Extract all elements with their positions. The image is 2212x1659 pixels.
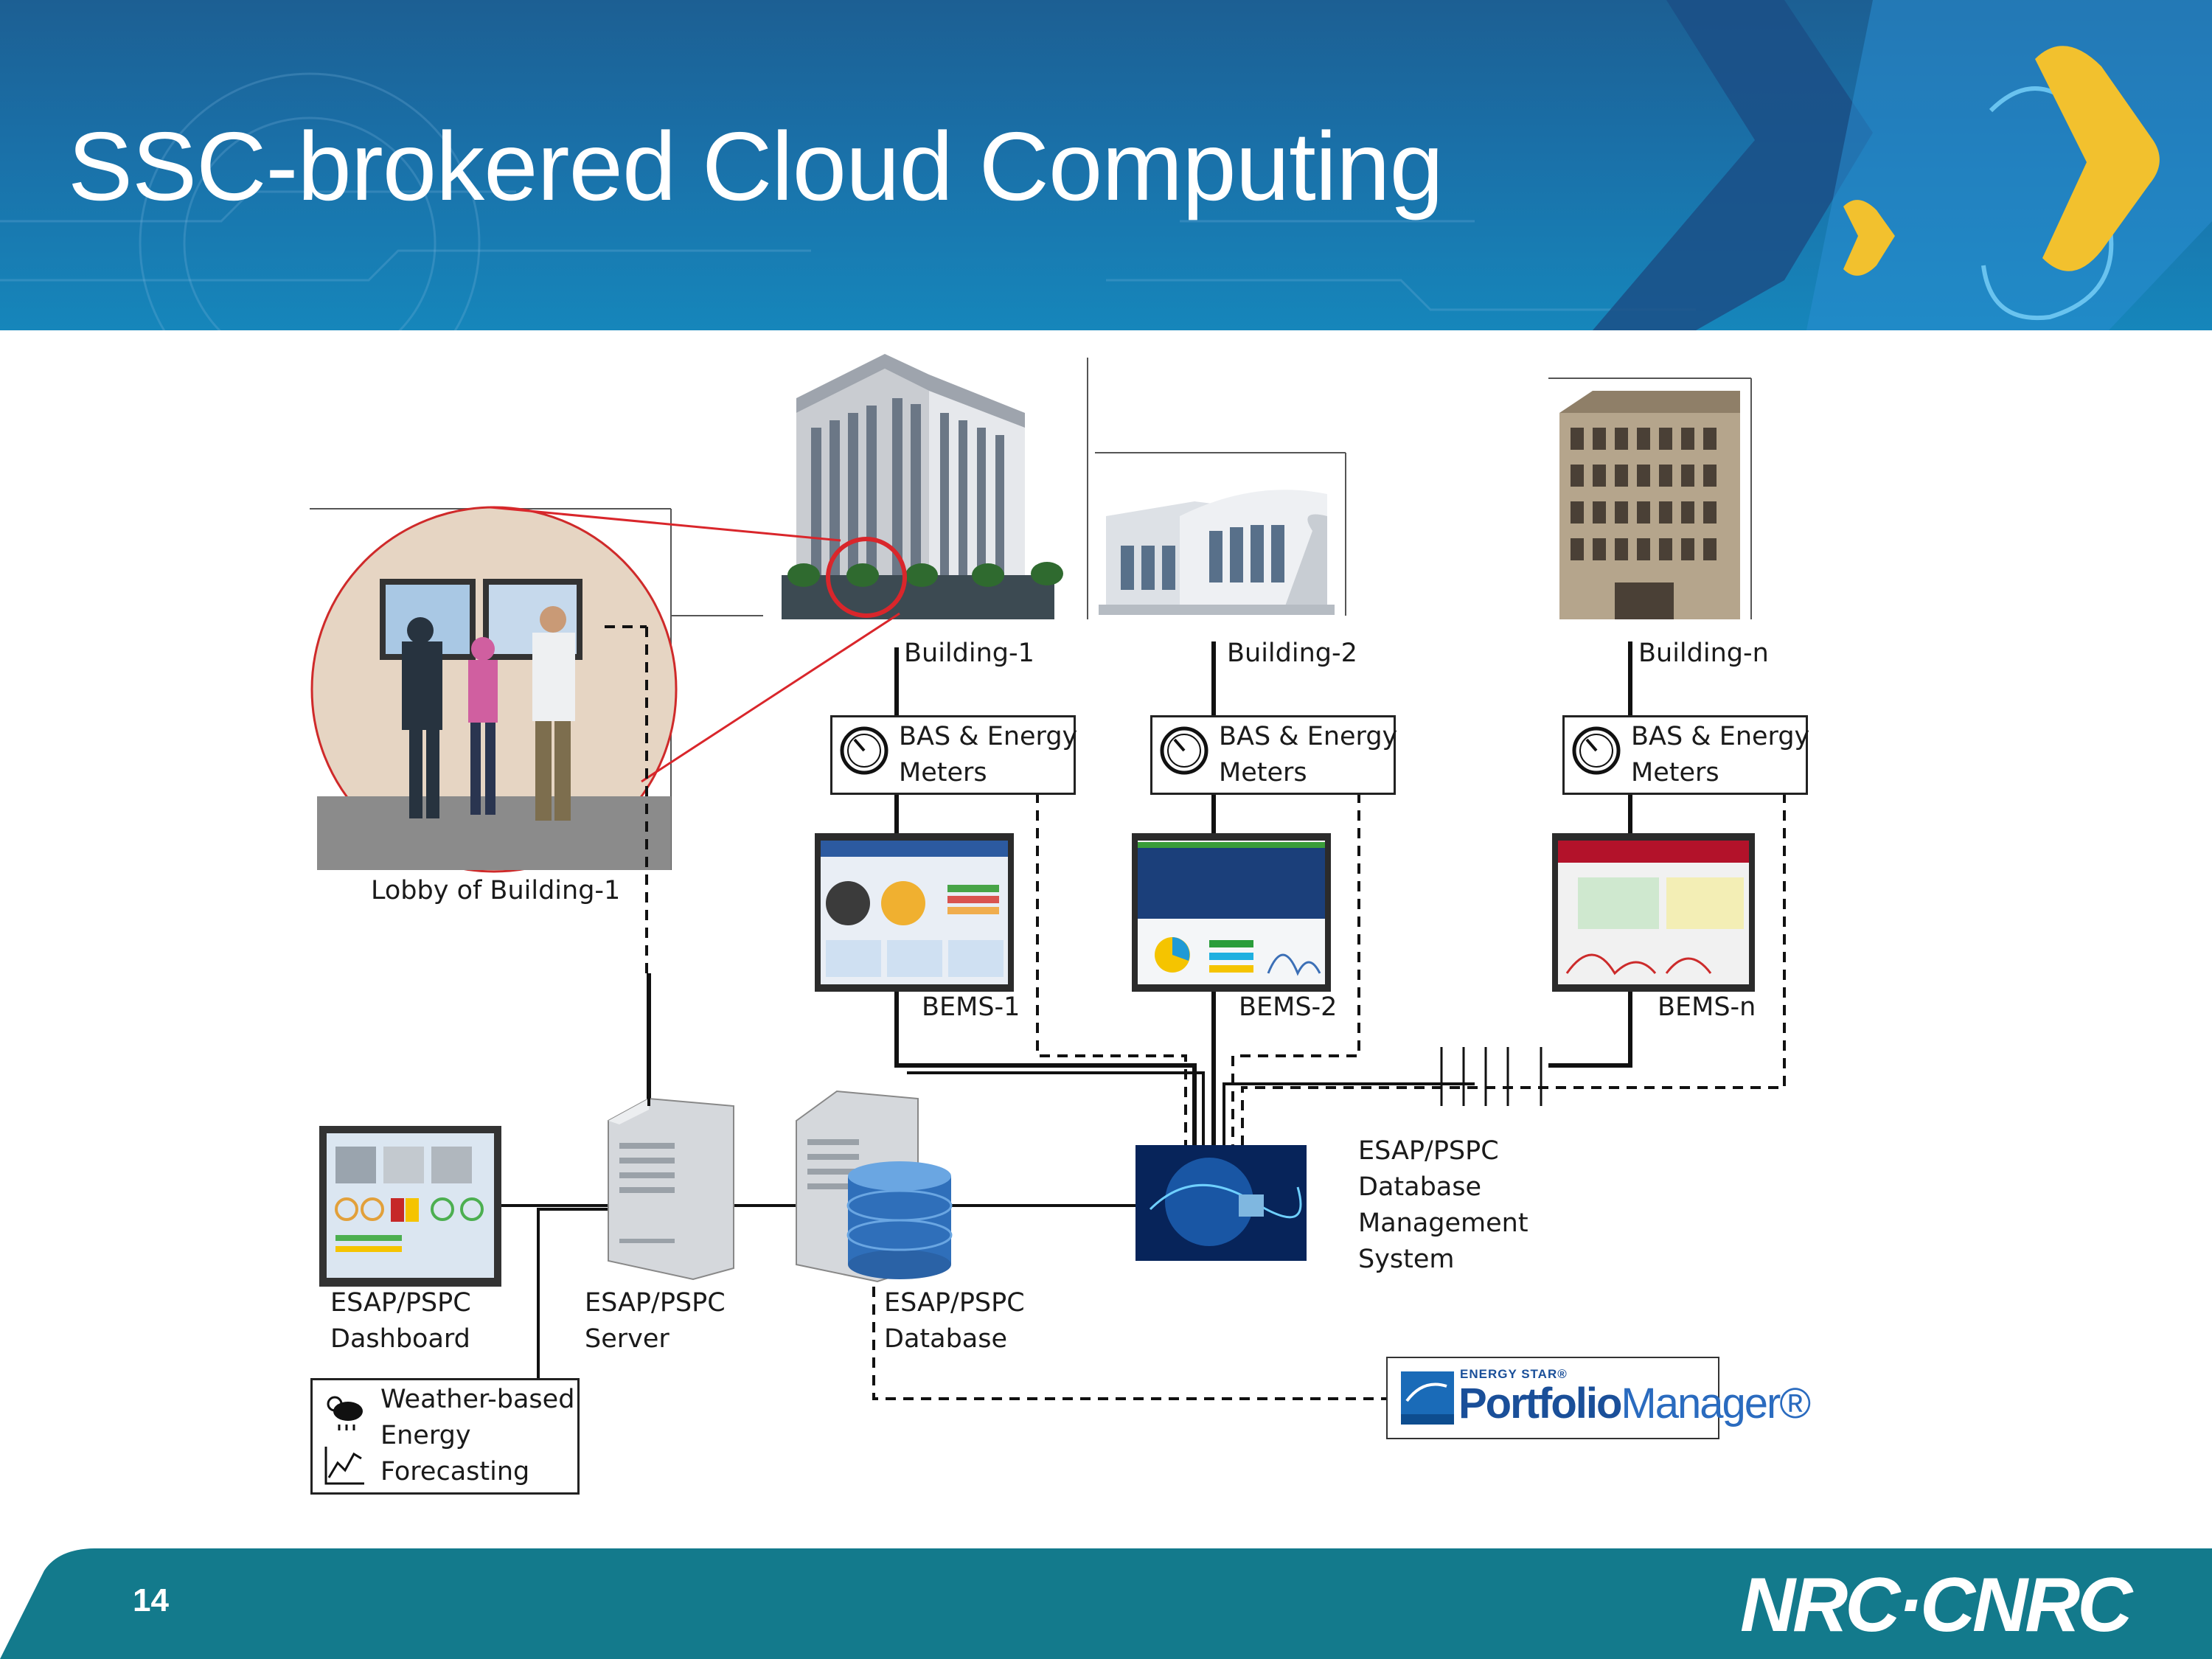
slide-footer — [0, 1548, 2212, 1659]
diagram-canvas — [310, 354, 1786, 1400]
bems-1-label: BEMS-1 — [922, 992, 1020, 1022]
header-background-art — [0, 0, 2212, 330]
forecast-label-line1: Weather-based — [380, 1385, 575, 1414]
lobby-label: Lobby of Building-1 — [371, 876, 621, 905]
gauge-icon — [1160, 726, 1208, 775]
building-2-label: Building-2 — [1227, 639, 1357, 668]
server-icon — [608, 1097, 734, 1281]
lobby-photo — [310, 506, 678, 873]
bems-n-screen — [1552, 833, 1755, 992]
building-1-image — [782, 354, 1063, 619]
dbms-label-line4: System — [1358, 1245, 1455, 1274]
dashboard-label-line2: Dashboard — [330, 1324, 470, 1354]
dbms-label-line2: Database — [1358, 1172, 1482, 1202]
meter-label-line2: Meters — [899, 758, 987, 787]
meter-label-line1: BAS & Energy — [1219, 722, 1398, 751]
meter-label-line2: Meters — [1219, 758, 1307, 787]
bems-2-label: BEMS-2 — [1239, 992, 1338, 1022]
dashed-connectors — [605, 625, 1786, 1400]
manager-text: Manager® — [1621, 1380, 1811, 1427]
database-cylinder-icon — [846, 1161, 953, 1279]
bems-n-label: BEMS-n — [1658, 992, 1756, 1022]
bems-1-screen — [815, 833, 1014, 992]
meter-label-line2: Meters — [1631, 758, 1719, 787]
meter-box-building-1: BAS & Energy Meters — [830, 715, 1078, 795]
server-label-line2: Server — [585, 1324, 669, 1354]
slide-title: SSC-brokered Cloud Computing — [68, 112, 1444, 220]
database-label-line2: Database — [884, 1324, 1008, 1354]
energy-star-text: ENERGY STAR® — [1460, 1367, 1568, 1381]
connector-bundle-icon — [1440, 1047, 1543, 1106]
dbms-image — [1135, 1145, 1307, 1261]
gauge-icon — [840, 726, 888, 775]
meter-label-line1: BAS & Energy — [1631, 722, 1810, 751]
callout-lines — [490, 506, 907, 783]
gauge-icon — [1572, 726, 1621, 775]
yellow-chevron-large — [2035, 46, 2160, 271]
dashboard-label-line1: ESAP/PSPC — [330, 1288, 471, 1318]
meter-box-building-2: BAS & Energy Meters — [1150, 715, 1398, 795]
meter-box-building-n: BAS & Energy Meters — [1562, 715, 1810, 795]
building-2-image — [1099, 490, 1335, 615]
meter-label-line1: BAS & Energy — [899, 722, 1078, 751]
bems-2-screen — [1132, 833, 1331, 992]
slide-header: SSC-brokered Cloud Computing — [0, 0, 2212, 330]
database-label-line1: ESAP/PSPC — [884, 1288, 1025, 1318]
forecast-label-line2: Energy — [380, 1421, 471, 1450]
portfolio-manager-logo: ENERGY STAR® PortfolioManager® — [1386, 1357, 1811, 1439]
nrc-cnrc-logo: NRC·CNRC — [1740, 1562, 2132, 1648]
server-label-line1: ESAP/PSPC — [585, 1288, 726, 1318]
forecasting-box: Weather-based Energy Forecasting — [310, 1378, 580, 1495]
portfolio-text: Portfolio — [1458, 1380, 1622, 1427]
dashboard-screen — [319, 1126, 501, 1287]
energy-star-icon — [1401, 1371, 1454, 1425]
building-n-image — [1559, 391, 1740, 619]
building-n-label: Building-n — [1638, 639, 1769, 668]
dbms-label-line1: ESAP/PSPC — [1358, 1136, 1499, 1166]
weather-icon — [324, 1396, 364, 1485]
forecast-label-line3: Forecasting — [380, 1457, 530, 1486]
page-number: 14 — [133, 1582, 169, 1618]
dbms-label-line3: Management — [1358, 1208, 1528, 1238]
building-1-label: Building-1 — [904, 639, 1034, 668]
yellow-chevron-small — [1843, 200, 1895, 276]
